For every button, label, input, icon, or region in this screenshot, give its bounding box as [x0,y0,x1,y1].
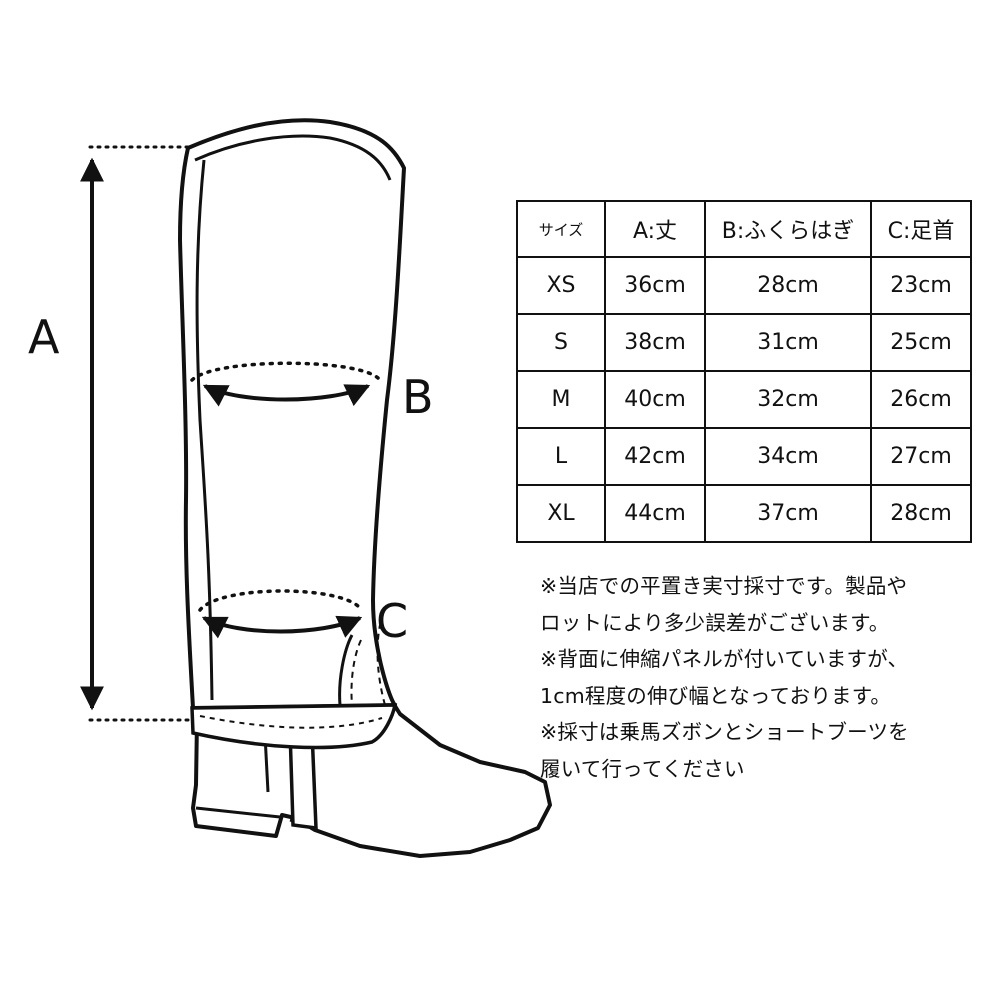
header-size: サイズ [516,200,606,258]
calf-cell: 34cm [704,427,872,486]
size-cell: M [516,370,606,429]
calf-cell: 37cm [704,484,872,543]
length-cell: 38cm [604,313,706,372]
note-line: ※背面に伸縮パネルが付いていますが、 [540,647,909,671]
note-line: 1cm程度の伸び幅となっております。 [540,683,892,708]
calf-cell: 32cm [704,370,872,429]
length-cell: 36cm [604,256,706,315]
dimension-b [190,361,380,407]
table-row: M 40cm 32cm 26cm [516,370,972,429]
dimension-a [80,145,194,722]
header-ankle: C:足首 [870,200,972,258]
size-table: サイズ A:丈 B:ふくらはぎ C:足首 XS 36cm 28cm 23cm S… [516,200,972,543]
note-line: ※採寸は乗馬ズボンとショートブーツを [540,720,909,744]
size-cell: L [516,427,606,486]
chaps-bottom-band [190,703,398,750]
table-header-row: サイズ A:丈 B:ふくらはぎ C:足首 [516,200,972,258]
size-cell: XL [516,484,606,543]
table-row: S 38cm 31cm 25cm [516,313,972,372]
table-row: L 42cm 34cm 27cm [516,427,972,486]
label-a: A [28,310,60,364]
size-cell: XS [516,256,606,315]
table-row: XS 36cm 28cm 23cm [516,256,972,315]
ankle-cell: 25cm [870,313,972,372]
ankle-cell: 28cm [870,484,972,543]
calf-cell: 28cm [704,256,872,315]
table-row: XL 44cm 37cm 28cm [516,484,972,543]
header-calf: B:ふくらはぎ [704,200,872,258]
length-cell: 42cm [604,427,706,486]
label-c: C [376,594,409,648]
size-cell: S [516,313,606,372]
ankle-cell: 27cm [870,427,972,486]
length-cell: 40cm [604,370,706,429]
measurement-notes: ※当店での平置き実寸採寸です。製品や ロットにより多少誤差がございます。 ※背面… [540,568,990,787]
note-line: 履いて行ってください [540,756,745,781]
length-cell: 44cm [604,484,706,543]
dimension-c [198,589,363,639]
label-b: B [402,370,434,424]
ankle-cell: 26cm [870,370,972,429]
header-length: A:丈 [604,200,706,258]
ankle-cell: 23cm [870,256,972,315]
chaps-shaft [178,118,406,710]
note-line: ロットにより多少誤差がございます。 [540,610,890,635]
calf-cell: 31cm [704,313,872,372]
note-line: ※当店での平置き実寸採寸です。製品や [540,574,908,598]
